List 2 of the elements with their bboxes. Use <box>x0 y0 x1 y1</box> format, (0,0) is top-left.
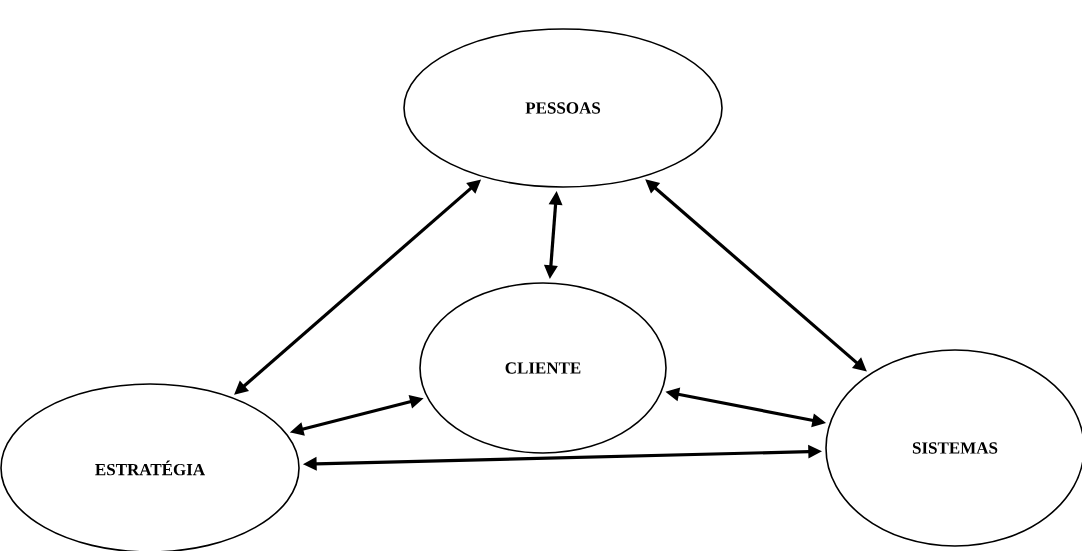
ellipse-node: CLIENTE <box>419 282 667 454</box>
ellipse-node: PESSOAS <box>403 28 723 188</box>
